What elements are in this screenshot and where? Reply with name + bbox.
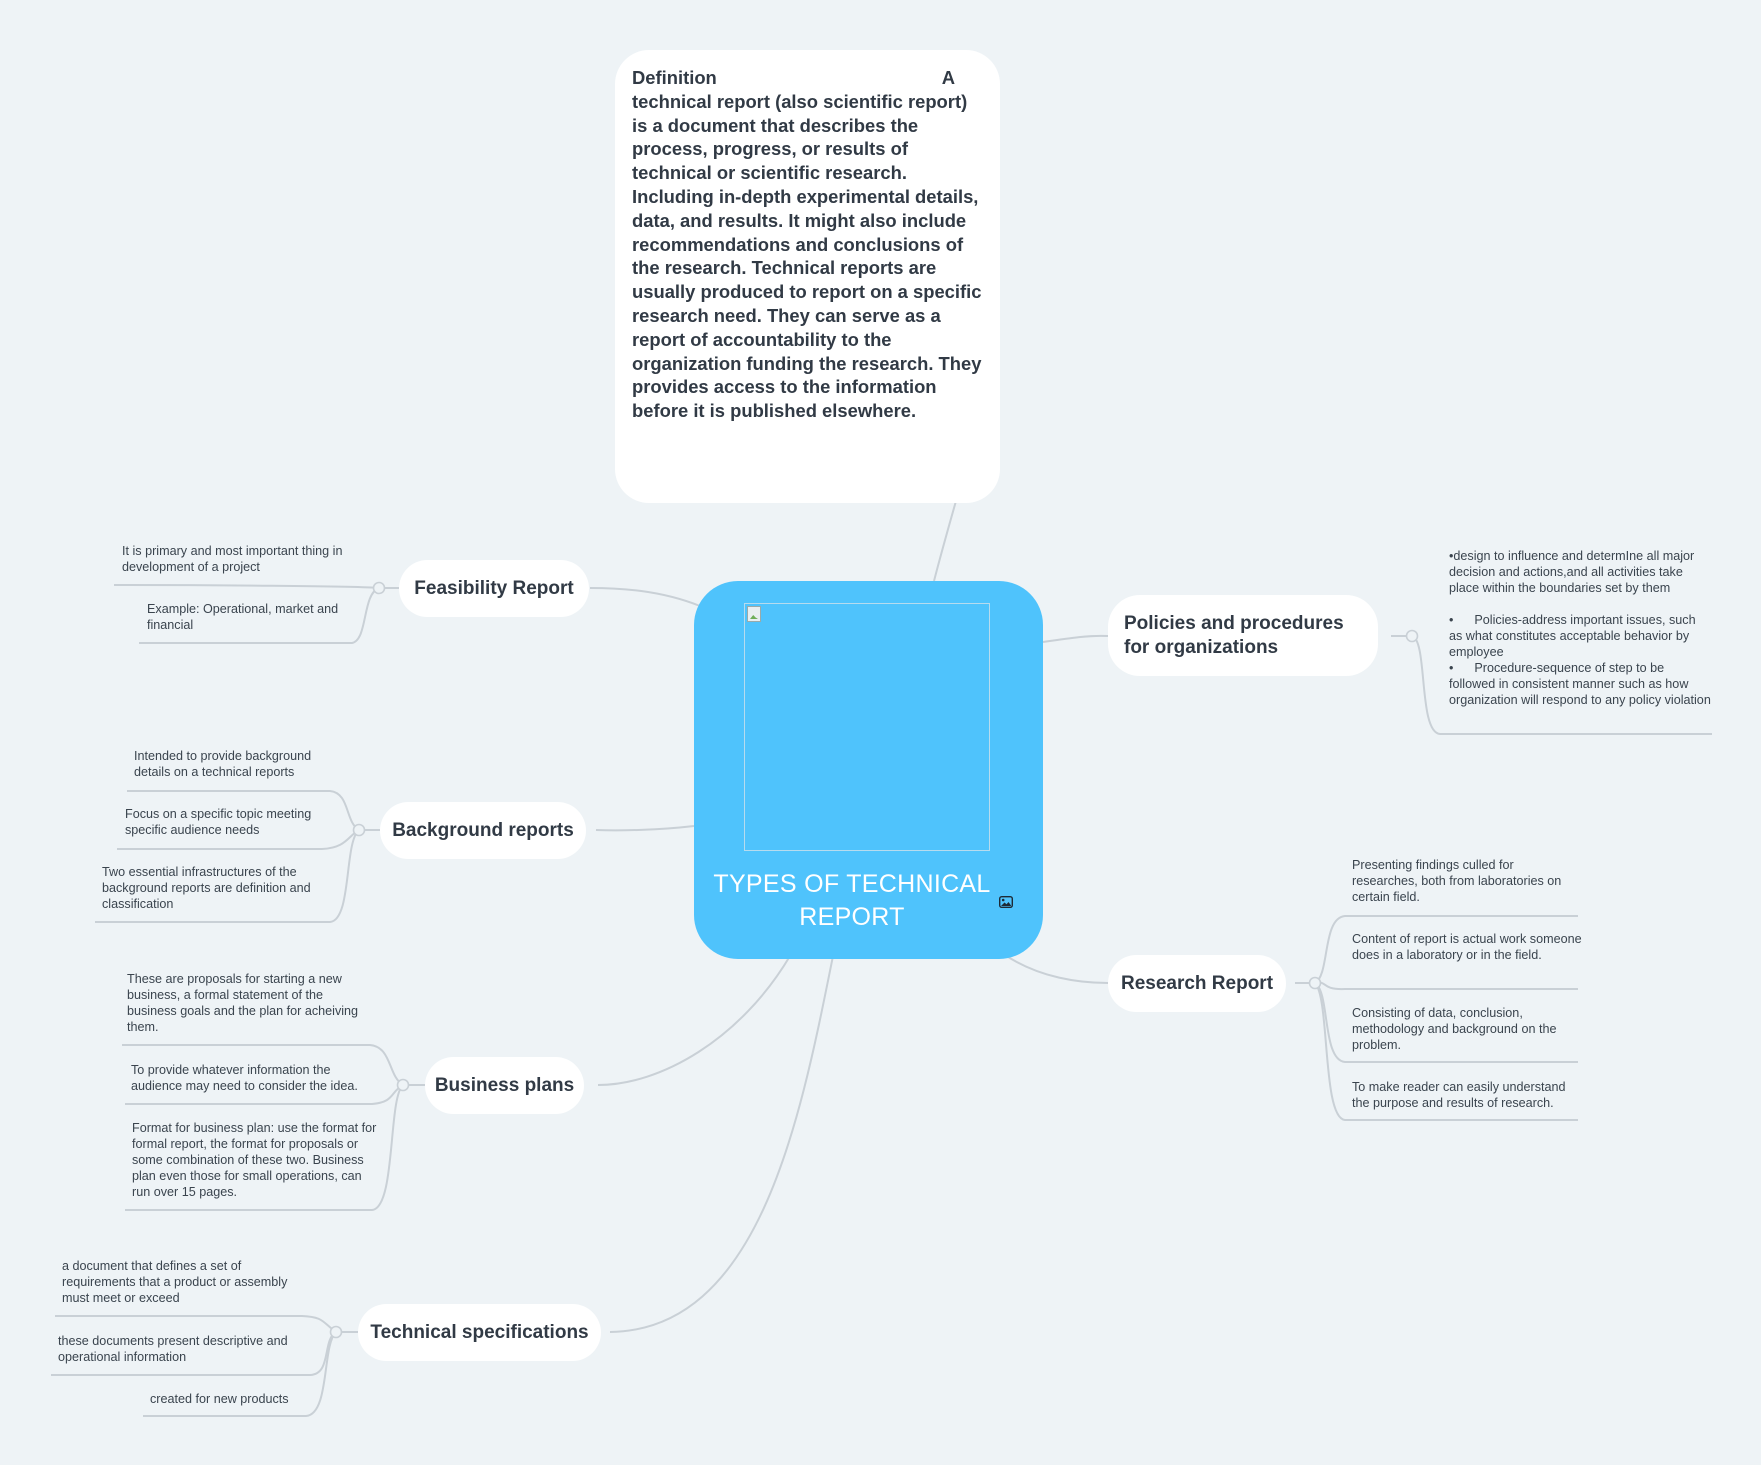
central-topic[interactable]: TYPES OF TECHNICAL REPORT <box>694 581 1043 959</box>
topic-image <box>744 603 990 851</box>
leaf-background-1[interactable]: Intended to provide background details o… <box>134 749 312 779</box>
leaf-business-3[interactable]: Format for business plan: use the format… <box>132 1121 377 1199</box>
definition-lead: A <box>941 67 955 88</box>
branch-business-plans[interactable]: Business plans <box>425 1057 584 1114</box>
branch-label: Research Report <box>1120 972 1274 994</box>
leaf-research-1[interactable]: Presenting findings culled for researche… <box>1352 858 1562 904</box>
leaf-background-3[interactable]: Two essential infrastructures of the bac… <box>102 865 311 911</box>
leaf-research-3[interactable]: Consisting of data, conclusion, methodol… <box>1352 1006 1557 1052</box>
leaf-techspec-1[interactable]: a document that defines a set of require… <box>62 1259 288 1305</box>
definition-body: technical report (also scientific report… <box>632 90 982 422</box>
branch-label: Business plans <box>434 1074 575 1096</box>
branch-label: Feasibility Report <box>414 577 574 599</box>
leaf-policies-2[interactable]: • Policies-address important issues, suc… <box>1449 613 1700 659</box>
branch-label: Policies and procedures for organization… <box>1124 612 1344 658</box>
branch-feasibility-report[interactable]: Feasibility Report <box>399 560 589 617</box>
broken-image-icon <box>747 606 761 622</box>
leaf-techspec-2[interactable]: these documents present descriptive and … <box>58 1334 288 1364</box>
branch-label: Technical specifications <box>370 1321 589 1343</box>
leaf-research-2[interactable]: Content of report is actual work someone… <box>1352 932 1582 962</box>
definition-node[interactable]: Definition A technical report (also scie… <box>615 50 1000 503</box>
definition-heading: Definition <box>632 67 717 88</box>
leaf-policies-1[interactable]: •design to influence and determIne all m… <box>1449 549 1695 595</box>
image-icon[interactable] <box>999 896 1013 908</box>
branch-research-report[interactable]: Research Report <box>1108 955 1286 1012</box>
leaf-feasibility-1[interactable]: It is primary and most important thing i… <box>122 544 343 574</box>
leaf-business-1[interactable]: These are proposals for starting a new b… <box>127 972 359 1034</box>
leaf-techspec-3[interactable]: created for new products <box>150 1392 289 1406</box>
branch-background-reports[interactable]: Background reports <box>380 802 586 859</box>
branch-label: Background reports <box>392 819 574 841</box>
leaf-business-2[interactable]: To provide whatever information the audi… <box>131 1063 358 1093</box>
leaf-background-2[interactable]: Focus on a specific topic meeting specif… <box>125 807 312 837</box>
leaf-research-4[interactable]: To make reader can easily understand the… <box>1352 1080 1566 1110</box>
branch-policies-procedures[interactable]: Policies and procedures for organization… <box>1108 595 1378 676</box>
branch-technical-specifications[interactable]: Technical specifications <box>358 1304 601 1361</box>
leaf-feasibility-2[interactable]: Example: Operational, market and financi… <box>147 602 339 632</box>
leaf-policies-3[interactable]: • Procedure-sequence of step to be follo… <box>1449 661 1711 707</box>
central-topic-title: TYPES OF TECHNICAL REPORT <box>713 870 991 931</box>
